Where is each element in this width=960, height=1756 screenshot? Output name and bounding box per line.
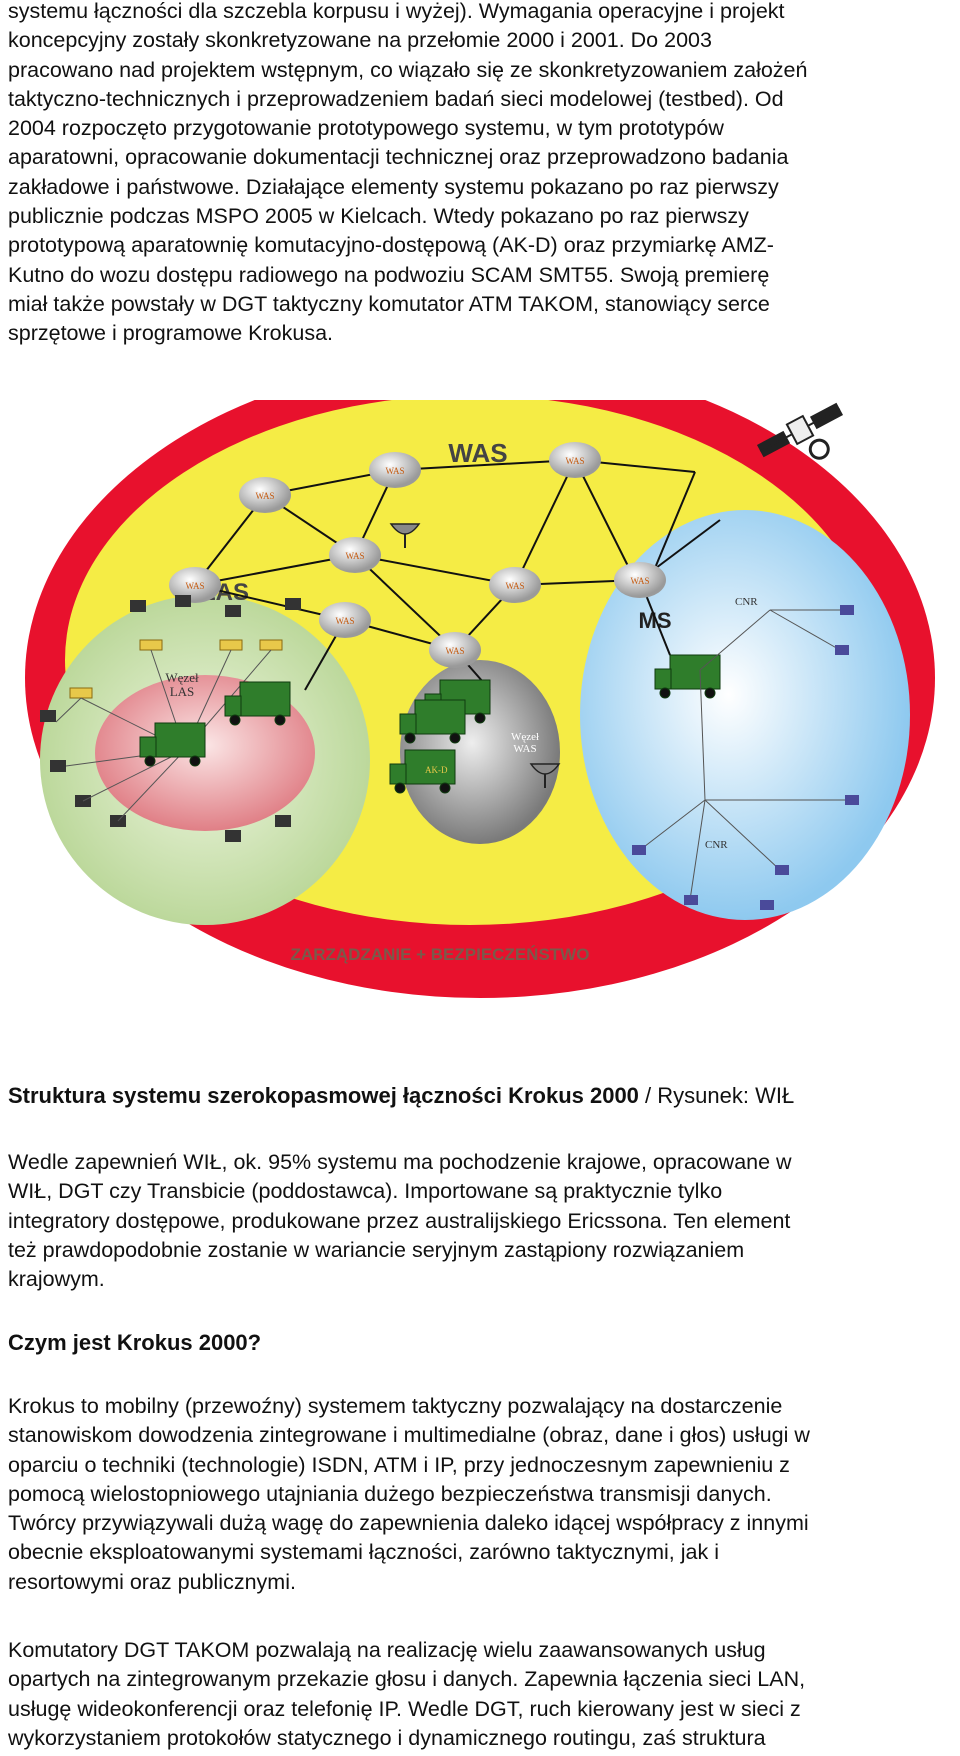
satellite-dish-icon <box>529 763 561 788</box>
was-node: WAS <box>429 632 481 668</box>
ms-zone <box>580 510 910 920</box>
svg-text:WAS: WAS <box>255 491 274 501</box>
intro-paragraph: systemu łączności dla szczebla korpusu i… <box>8 0 953 349</box>
caption-credit: / Rysunek: WIŁ <box>638 1083 795 1108</box>
text-line: krajowym. <box>8 1267 105 1292</box>
was-node: WAS <box>549 442 601 478</box>
truck-icon <box>399 699 466 744</box>
was-node: WAS <box>169 567 221 603</box>
truck-icon <box>654 654 721 699</box>
svg-text:WAS: WAS <box>630 576 649 586</box>
text-line: miał także powstały w DGT taktyczny komu… <box>8 291 770 316</box>
text-line: stanowiskom dowodzenia zintegrowane i mu… <box>8 1423 810 1448</box>
text-line: koncepcyjny zostały skonkretyzowane na p… <box>8 28 712 53</box>
was-title: WAS <box>448 438 507 468</box>
caption-title: Struktura systemu szerokopasmowej łączno… <box>8 1083 639 1108</box>
cnr-label-top: CNR <box>735 596 758 608</box>
text-line: 2004 rozpoczęto przygotowanie prototypow… <box>8 116 724 141</box>
was-node: WAS <box>489 567 541 603</box>
was-node: WAS <box>319 602 371 638</box>
las-switches <box>69 639 283 699</box>
army-trucks <box>139 654 721 794</box>
satellite-dish-icon <box>389 523 421 548</box>
text-line: pracowano nad projektem wstępnym, co wią… <box>8 57 808 82</box>
text-line: prototypową aparatownię komutacyjno-dost… <box>8 233 774 258</box>
cnr-label-bottom: CNR <box>705 839 728 851</box>
truck-icon <box>139 722 206 767</box>
was-node: WAS <box>369 452 421 488</box>
ms-title: MS <box>639 608 672 633</box>
text-line: też prawdopodobnie zostanie w wariancie … <box>8 1237 745 1262</box>
svg-text:WAS: WAS <box>385 466 404 476</box>
las-terminals <box>40 595 301 842</box>
svg-text:WAS: WAS <box>335 616 354 626</box>
text-line: oparciu o techniki (technologie) ISDN, A… <box>8 1452 790 1477</box>
text-line: pomocą wielostopniowego utajniania dużeg… <box>8 1481 772 1506</box>
svg-text:WAS: WAS <box>445 646 464 656</box>
text-line: aparatowni, opracowanie dokumentacji tec… <box>8 145 789 170</box>
ms-terminals <box>632 605 859 910</box>
takom-paragraph: Komutatory DGT TAKOM pozwalają na realiz… <box>8 1636 953 1753</box>
text-line: resortowymi oraz publicznymi. <box>8 1569 296 1594</box>
svg-text:WAS: WAS <box>505 581 524 591</box>
svg-text:WAS: WAS <box>565 456 584 466</box>
text-line: WIŁ, DGT czy Transbicie (poddostawca). I… <box>8 1179 723 1204</box>
truck-label: AK-D <box>425 765 448 775</box>
truck-icon <box>389 749 456 794</box>
definition-paragraph: Krokus to mobilny (przewoźny) systemem t… <box>8 1392 953 1597</box>
origin-paragraph: Wedle zapewnień WIŁ, ok. 95% systemu ma … <box>8 1148 953 1294</box>
was-node: WAS <box>614 562 666 598</box>
text-line: systemu łączności dla szczebla korpusu i… <box>8 0 785 23</box>
text-line: Twórcy przywiązywali dużą wagę do zapewn… <box>8 1511 809 1536</box>
text-line: taktyczno-technicznych i przeprowadzenie… <box>8 86 784 111</box>
figure-caption: Struktura systemu szerokopasmowej łączno… <box>8 1083 794 1109</box>
text-line: zakładowe i państwowe. Działające elemen… <box>8 174 779 199</box>
text-line: sprzętowe i programowe Krokusa. <box>8 321 334 346</box>
text-line: Kutno do wozu dostępu radiowego na podwo… <box>8 262 770 287</box>
text-line: obecnie eksploatowanymi systemami łączno… <box>8 1540 719 1565</box>
text-line: Komutatory DGT TAKOM pozwalają na realiz… <box>8 1638 766 1662</box>
text-line: Wedle zapewnień WIŁ, ok. 95% systemu ma … <box>8 1150 792 1174</box>
text-line: opartych na zintegrowanym przekazie głos… <box>8 1667 806 1692</box>
svg-text:WAS: WAS <box>345 551 364 561</box>
text-line: Krokus to mobilny (przewoźny) systemem t… <box>8 1394 783 1418</box>
section-heading: Czym jest Krokus 2000? <box>8 1330 262 1355</box>
text-line: usługę wideokonferencji oraz telefonię I… <box>8 1696 801 1721</box>
satellite-icon <box>756 402 844 460</box>
was-node: WAS <box>239 477 291 513</box>
footer-label: ZARZĄDZANIE + BEZPIECZEŃSTWO <box>291 945 590 964</box>
was-node: WAS <box>329 537 381 573</box>
text-line: publicznie podczas MSPO 2005 w Kielcach.… <box>8 204 749 229</box>
truck-icon <box>224 681 291 726</box>
svg-text:WAS: WAS <box>185 581 204 591</box>
text-line: wykorzystaniem protokołów statycznego i … <box>8 1725 766 1750</box>
was-nodes: WAS WAS WAS WAS WAS WAS WAS WAS WAS <box>169 442 666 668</box>
ms-links <box>639 609 850 901</box>
text-line: integratory dostępowe, produkowane przez… <box>8 1208 791 1233</box>
